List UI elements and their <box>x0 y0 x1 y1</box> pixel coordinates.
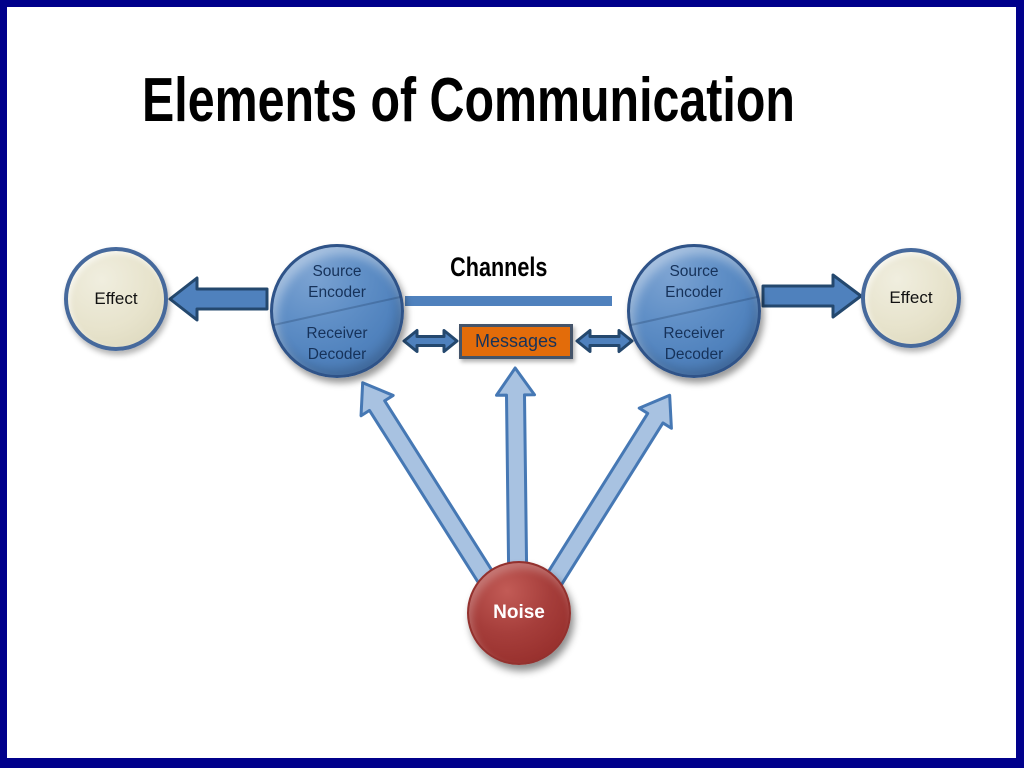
noise-label: Noise <box>493 602 545 623</box>
effect-circle-left: Effect <box>64 247 168 351</box>
messages-label: Messages <box>474 331 558 351</box>
double-arrow-left-icon <box>402 329 459 353</box>
channels-bar <box>405 296 612 306</box>
slide-title-text: Elements of Communication <box>142 66 795 135</box>
arrow-to-right-effect-icon <box>761 273 863 319</box>
effect-left-label: Effect <box>94 289 138 308</box>
source-encoder-label-left: Source Encoder <box>308 263 366 301</box>
messages-box: Messages <box>459 324 573 359</box>
encoder-circle-left: Source Encoder Receiver Decoder <box>270 244 404 378</box>
double-arrow-right-icon <box>575 329 634 353</box>
receiver-decoder-label-left: Receiver Decoder <box>306 325 368 363</box>
noise-circle: Noise <box>467 561 571 665</box>
effect-circle-right: Effect <box>861 248 961 348</box>
slide-title: Elements of Communication <box>142 70 979 132</box>
encoder-circle-right: Source Encoder Receiver Decoder <box>627 244 761 378</box>
noise-arrow-right-icon <box>530 393 673 609</box>
effect-right-label: Effect <box>889 288 933 307</box>
source-encoder-label-right: Source Encoder <box>665 263 723 301</box>
receiver-decoder-label-right: Receiver Decoder <box>663 325 725 363</box>
channels-label: Channels <box>395 252 602 283</box>
noise-arrow-left-icon <box>359 381 510 607</box>
arrow-to-left-effect-icon <box>168 276 269 322</box>
channels-label-text: Channels <box>449 252 548 282</box>
